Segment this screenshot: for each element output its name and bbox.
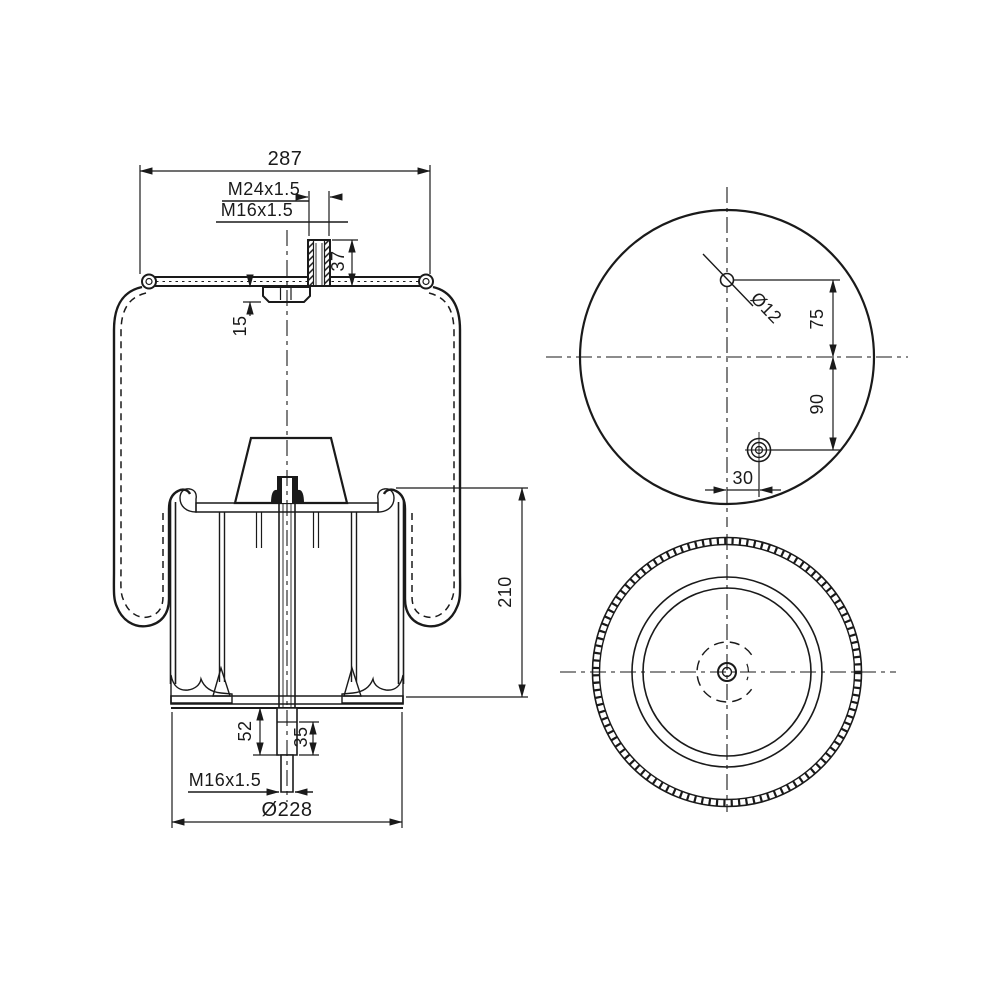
dim-air-port-horizontal: 30: [705, 462, 781, 497]
dim-stud-length: 52: [235, 707, 279, 756]
dim-label-287: 287: [268, 148, 303, 170]
dim-top-width: 287: [139, 148, 431, 274]
air-fitting-boss: [307, 239, 331, 287]
crimped-rim-inner: [598, 543, 856, 801]
piston-bottom-view: [560, 534, 896, 812]
dim-air-port-vertical: 90: [770, 356, 840, 451]
dim-pin-hole-offset: 75: [734, 279, 840, 358]
dim-label-75: 75: [807, 308, 827, 329]
dim-label-d12: Ø12: [747, 288, 786, 327]
dim-thread-outer-top: M24x1.5: [222, 179, 343, 236]
dim-thread-inner-top: M16x1.5: [216, 200, 348, 223]
dim-label-m16-top: M16x1.5: [221, 200, 294, 220]
dim-label-210: 210: [495, 576, 515, 608]
air-port: [745, 432, 773, 468]
bellows-body: [112, 285, 462, 628]
dim-stud-thread-length: 35: [291, 721, 319, 756]
crimp-teeth-ring: [592, 537, 862, 807]
dim-label-37: 37: [328, 250, 348, 271]
dim-label-90: 90: [807, 393, 827, 414]
hidden-recess-arc: [746, 663, 749, 681]
dim-thread-bottom: M16x1.5: [188, 770, 313, 796]
top-plate-view: Ø12 75 90 30: [546, 187, 908, 527]
dim-label-30: 30: [732, 468, 753, 488]
dim-label-d228: Ø228: [262, 799, 313, 821]
dim-piston-diameter: Ø228: [171, 712, 403, 828]
dim-boss-height: 37: [328, 239, 358, 287]
dim-label-52: 52: [235, 720, 255, 741]
dim-piston-height: 210: [396, 487, 528, 698]
dim-label-15: 15: [230, 315, 250, 336]
hidden-recess-circle: [696, 641, 753, 703]
dim-label-35: 35: [291, 726, 311, 747]
dim-label-m16-bottom: M16x1.5: [189, 770, 262, 790]
dim-plate-nut-depth: 15: [230, 274, 261, 337]
dim-label-m24: M24x1.5: [228, 179, 301, 199]
side-section-view: 287 M24x1.5 M16x1.5 37 15: [112, 148, 528, 828]
pin-hole: Ø12: [702, 253, 786, 328]
piston: [169, 436, 405, 709]
